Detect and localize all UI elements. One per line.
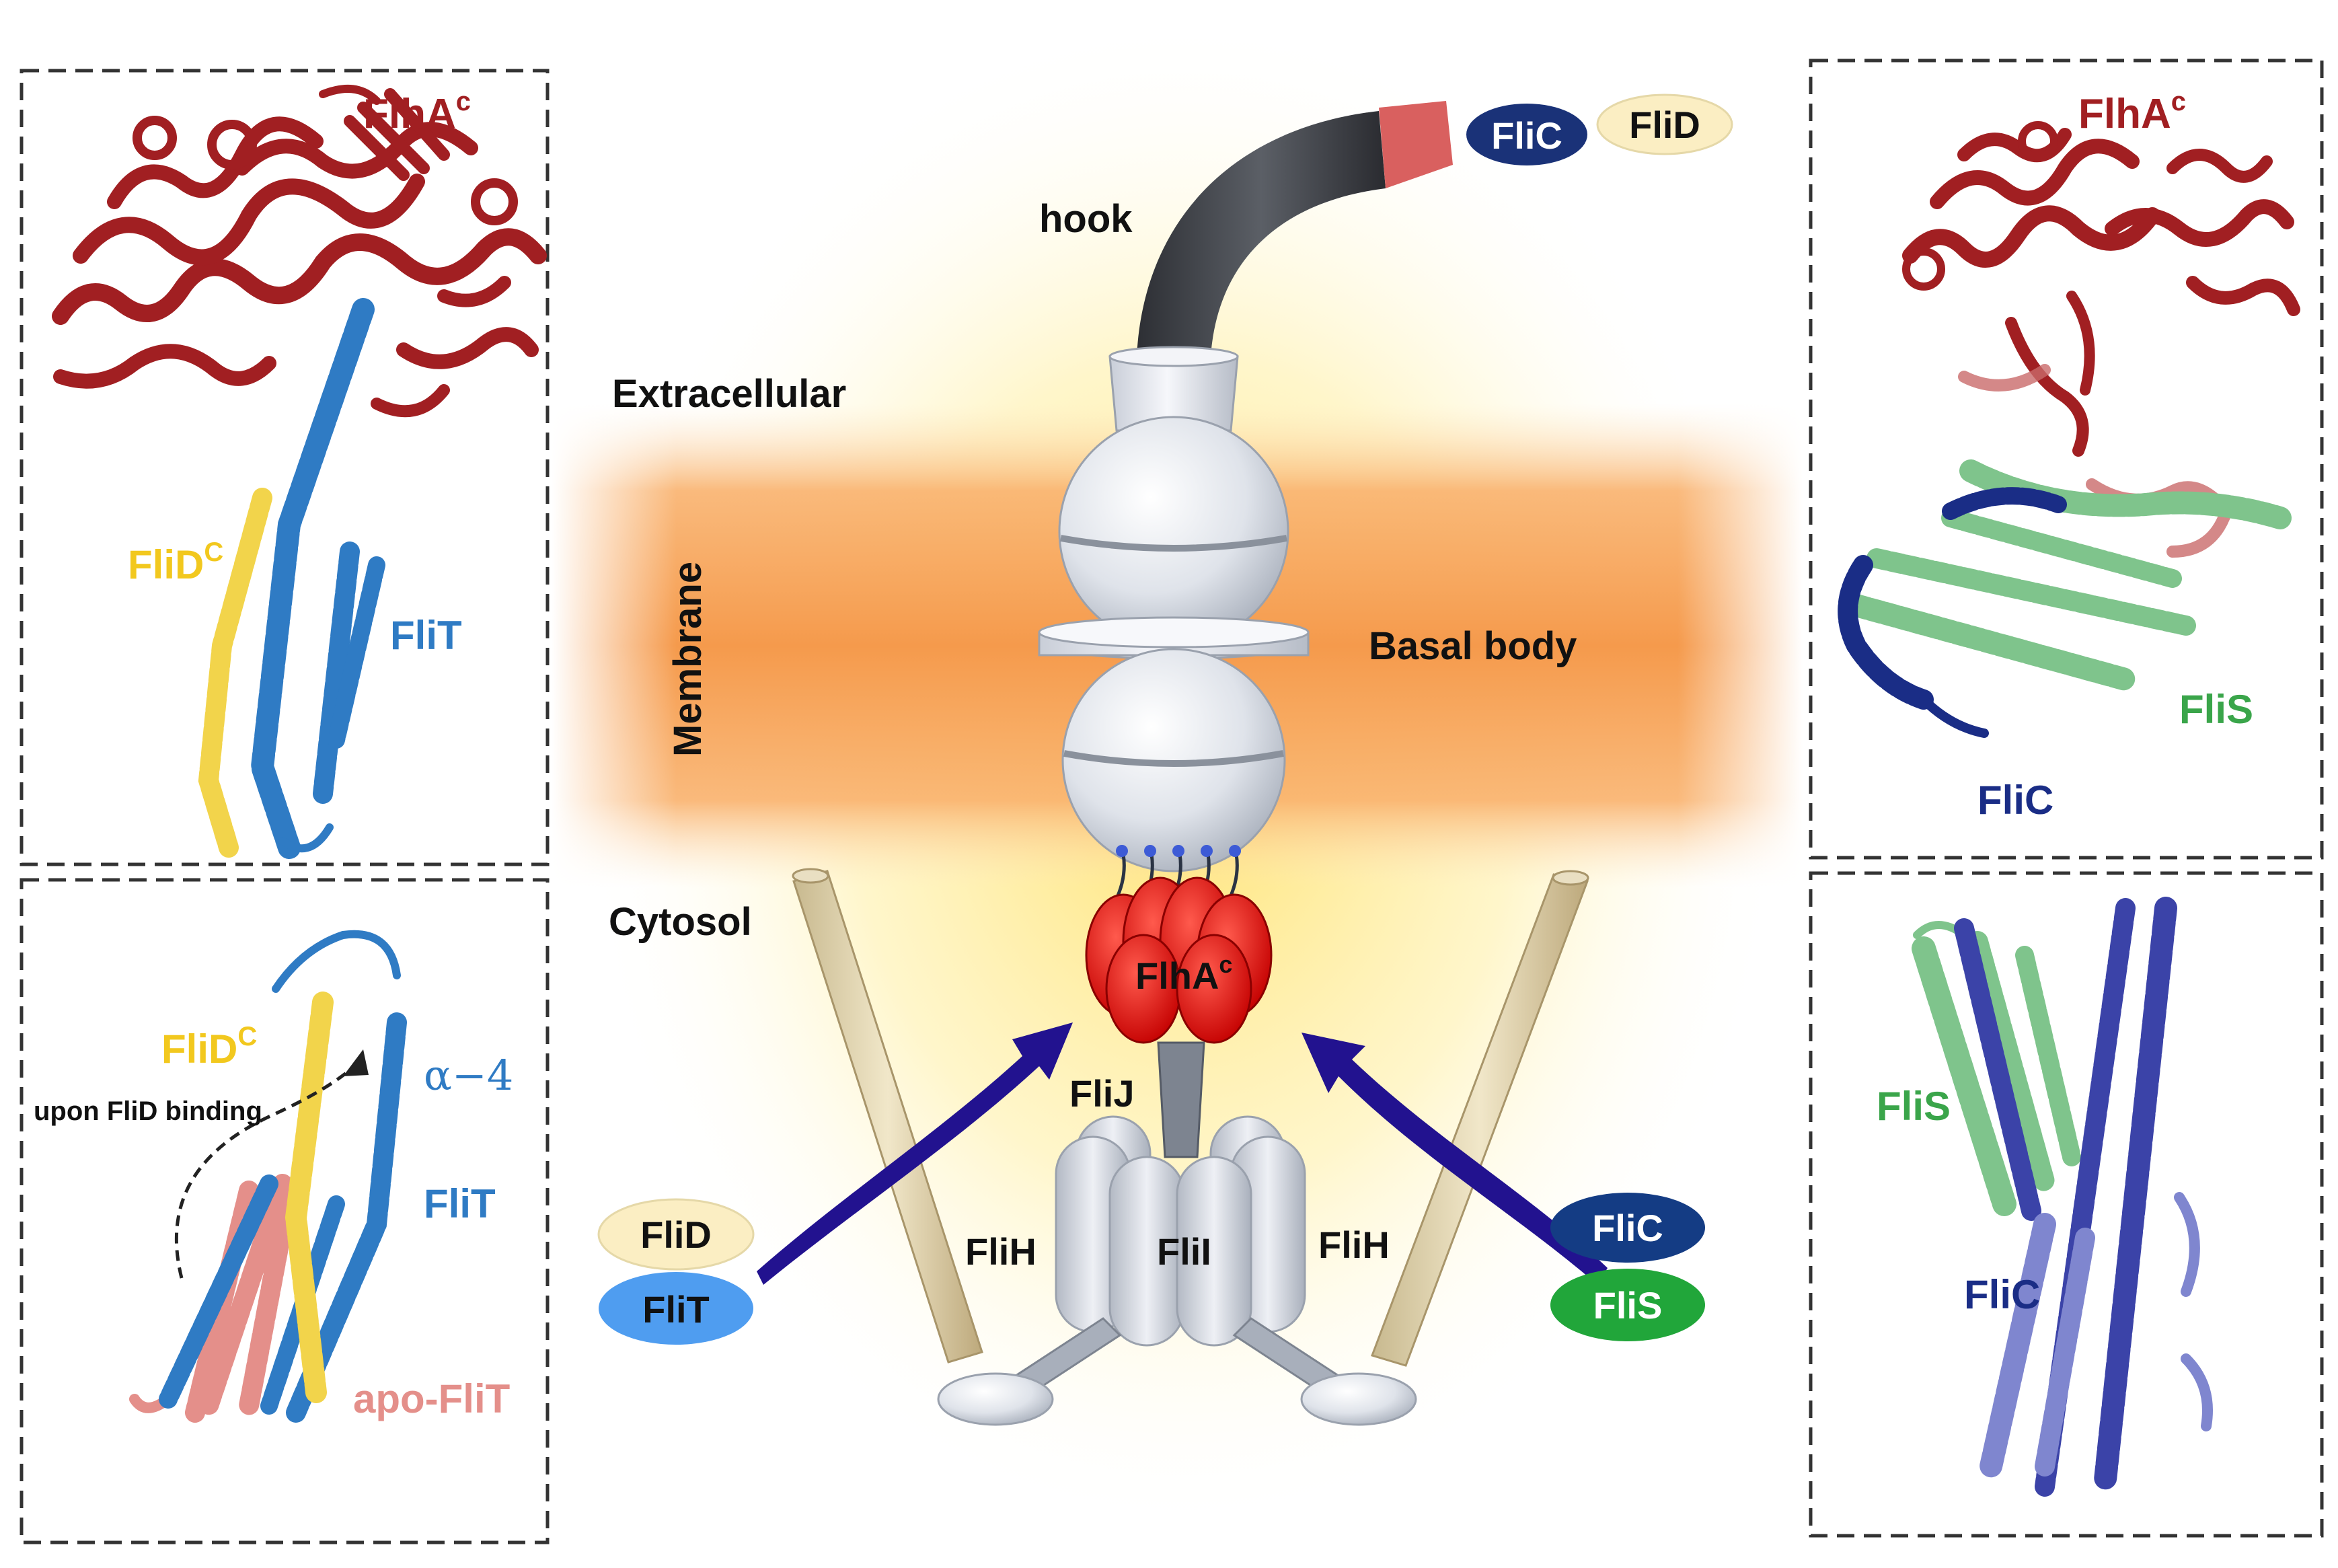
label-flha-top-left: FlhAc	[363, 87, 471, 137]
badge-flid-left	[597, 1198, 755, 1271]
label-flis-bottom-right: FliS	[1877, 1084, 1951, 1129]
panel-top-left-frame	[20, 69, 550, 866]
flis-structure-bottom-right	[1912, 921, 2081, 1216]
label-flit-top-left: FliT	[390, 613, 462, 658]
panel-top-right-frame	[1809, 59, 2324, 860]
flic-structure-top-right	[1838, 487, 2067, 738]
flit-structure-bottom-left	[159, 930, 407, 1423]
label-extracellular: Extracellular	[612, 372, 846, 416]
badge-flit-left-label: FliT	[642, 1288, 710, 1331]
flha-structure-top-right	[1902, 121, 2300, 457]
badge-flic-top-label: FliC	[1491, 114, 1562, 157]
label-flij: FliJ	[1069, 1072, 1134, 1115]
flic-pale-bottom-right	[1979, 1192, 2213, 1478]
export-arrow-left	[757, 1022, 1073, 1285]
basal-body	[1038, 346, 1310, 872]
flis-structure-top-right	[1845, 459, 2292, 691]
label-flii: FliI	[1157, 1230, 1211, 1273]
badge-flid-left-label: FliD	[640, 1214, 712, 1256]
label-flit-bottom-left: FliT	[424, 1181, 496, 1226]
badge-flis-right	[1550, 1269, 1705, 1341]
label-membrane: Membrane	[666, 562, 710, 757]
flid-structure-top-left	[198, 488, 272, 858]
badge-flic-right	[1550, 1193, 1705, 1263]
label-flih-right: FliH	[1318, 1224, 1390, 1266]
label-cytosol: Cytosol	[609, 900, 752, 944]
binding-shift-arrow	[174, 1055, 365, 1279]
badge-flic-right-label: FliC	[1592, 1207, 1663, 1249]
stator-rod-right	[1371, 870, 1589, 1367]
label-flic-bottom-right: FliC	[1964, 1272, 2040, 1317]
label-flha-top-right: FlhAc	[2078, 87, 2186, 137]
hook	[1137, 101, 1453, 357]
label-flid-top-left: FliDC	[128, 537, 223, 587]
label-flid-bottom-left: FliDC	[161, 1022, 257, 1072]
label-hook: hook	[1039, 197, 1133, 241]
panel-bottom-left-frame	[20, 878, 550, 1544]
label-flic-top-right: FliC	[1977, 778, 2053, 823]
label-alpha-4: α−4	[424, 1051, 513, 1100]
badge-flid-top	[1596, 94, 1733, 155]
export-arrow-right	[1302, 1033, 1608, 1285]
badge-flit-left	[599, 1272, 753, 1345]
flij-stalk	[1157, 1041, 1205, 1158]
flha-ring	[1085, 876, 1273, 1044]
flii-flih-complex	[937, 1115, 1417, 1426]
panel-bottom-right-frame	[1809, 871, 2324, 1538]
binding-shift-arrowhead	[343, 1049, 369, 1076]
badge-flis-right-label: FliS	[1593, 1284, 1663, 1327]
badge-flic-top	[1466, 104, 1587, 165]
label-flis-top-right: FliS	[2179, 687, 2253, 732]
flha-structure-top-left	[52, 85, 547, 418]
stator-rod-left	[792, 868, 983, 1364]
label-flha-center: FlhAc	[1135, 950, 1232, 997]
label-flih-left: FliH	[965, 1230, 1036, 1273]
label-upon-flid-binding: upon FliD binding	[34, 1096, 262, 1126]
label-basal-body: Basal body	[1369, 624, 1577, 668]
badge-flid-top-label: FliD	[1629, 104, 1700, 146]
flit-structure-top-left	[250, 298, 385, 859]
label-apo-flit: apo-FliT	[353, 1376, 510, 1421]
flha-tether-heads	[1116, 845, 1241, 857]
flid-structure-bottom-left	[285, 992, 334, 1403]
